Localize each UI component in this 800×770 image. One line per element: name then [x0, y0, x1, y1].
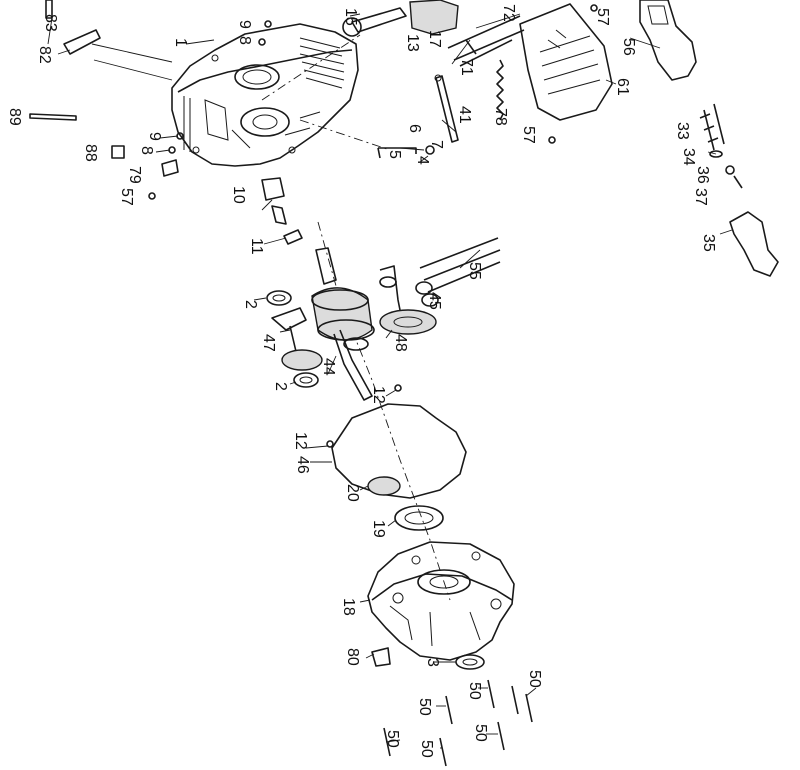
crankcase-gasket [331, 403, 467, 499]
callout-41: 41 [456, 106, 473, 124]
callout-50-c: 50 [526, 670, 543, 688]
callout-9-side: 9 [146, 132, 163, 141]
callout-20: 20 [344, 484, 361, 502]
callout-6: 6 [406, 124, 423, 133]
washer-4 [425, 145, 435, 155]
callout-80: 80 [344, 648, 361, 666]
callout-12-gasket: 12 [292, 432, 309, 450]
cover-bolts [383, 679, 533, 767]
callout-89: 89 [6, 108, 23, 126]
muffler-heat-shield [519, 3, 613, 121]
callout-36: 36 [694, 166, 711, 184]
link-rod-5 [377, 147, 417, 159]
callout-2-upper: 2 [242, 300, 259, 309]
callout-7: 7 [428, 140, 445, 149]
callout-47: 47 [260, 334, 277, 352]
camshaft [379, 265, 437, 335]
callout-19: 19 [370, 520, 387, 538]
callout-17: 17 [426, 30, 443, 48]
exhaust-flange [639, 0, 697, 81]
exhaust-elbow [729, 211, 779, 277]
governor-arm [435, 75, 459, 143]
pin-12a [394, 384, 402, 392]
callout-78: 78 [492, 108, 509, 126]
clip-88 [111, 145, 125, 159]
oil-seal-lower [293, 372, 319, 388]
crankshaft-axis-line [317, 221, 451, 601]
bolt-57b [590, 4, 598, 12]
callout-88: 88 [82, 144, 99, 162]
callout-18: 18 [340, 598, 357, 616]
callout-50-d: 50 [384, 730, 401, 748]
callout-11: 11 [248, 238, 265, 255]
main-bearing [394, 505, 444, 531]
callout-57-left: 57 [118, 188, 135, 206]
breather-79 [161, 159, 179, 177]
callout-4: 4 [414, 156, 431, 165]
drain-plug-80 [371, 647, 391, 667]
callout-37: 37 [692, 188, 709, 206]
callout-50-b: 50 [466, 682, 483, 700]
piston-pin-set [447, 15, 525, 67]
callout-3: 3 [424, 658, 441, 667]
governor-axis-line [299, 119, 391, 151]
callout-1: 1 [172, 38, 189, 47]
callout-12-crank: 12 [370, 386, 387, 404]
callout-55: 55 [466, 262, 483, 280]
callout-50-a: 50 [416, 698, 433, 716]
callout-46: 46 [294, 456, 311, 474]
callout-56: 56 [620, 38, 637, 56]
oil-seal-upper [266, 290, 292, 306]
callout-83: 83 [42, 14, 59, 32]
callout-50-f: 50 [472, 724, 489, 742]
dipstick [29, 113, 77, 121]
callout-10: 10 [230, 186, 247, 204]
connecting-rod [342, 0, 459, 37]
callout-79: 79 [126, 166, 143, 184]
exhaust-studs [699, 103, 743, 189]
callout-44: 44 [320, 358, 337, 376]
crankcase-cover [367, 541, 515, 661]
governor-spring [496, 59, 504, 121]
callout-45: 45 [426, 292, 443, 310]
governor-gear [367, 476, 401, 496]
callout-35: 35 [700, 234, 717, 252]
callout-50-e: 50 [418, 740, 435, 758]
callout-8-top: 8 [236, 36, 253, 45]
callout-13: 13 [404, 34, 421, 52]
cylinder-axis-line [261, 34, 361, 101]
callout-72: 72 [500, 4, 517, 22]
callout-57-mid: 57 [520, 126, 537, 144]
callout-33: 33 [674, 122, 691, 140]
callout-57-top: 57 [594, 8, 611, 26]
bolt-9a [258, 38, 266, 46]
callout-61: 61 [614, 78, 631, 96]
callout-15: 15 [342, 8, 359, 26]
callout-8-side: 8 [138, 146, 155, 155]
valves-and-pushrods [415, 237, 501, 307]
ignition-module [261, 177, 303, 245]
callout-9-top: 9 [236, 20, 253, 29]
crankshaft [311, 247, 375, 401]
bolt-8a [264, 20, 272, 28]
callout-5: 5 [386, 150, 403, 159]
callout-71: 71 [458, 58, 475, 76]
callout-2-lower: 2 [272, 382, 289, 391]
callout-numbers: 83 82 89 88 1 8 9 8 9 79 57 15 17 13 71 … [6, 4, 717, 758]
balancer-shaft [271, 307, 323, 371]
pin-12b [326, 440, 334, 448]
bolt-57a [148, 192, 156, 200]
callout-82: 82 [36, 46, 53, 64]
cover-oil-seal [455, 654, 485, 670]
cylinder-block [171, 23, 359, 167]
leader-lines [47, 13, 733, 749]
callout-34: 34 [680, 148, 697, 166]
bolt-57c [548, 136, 556, 144]
callout-48: 48 [392, 334, 409, 352]
